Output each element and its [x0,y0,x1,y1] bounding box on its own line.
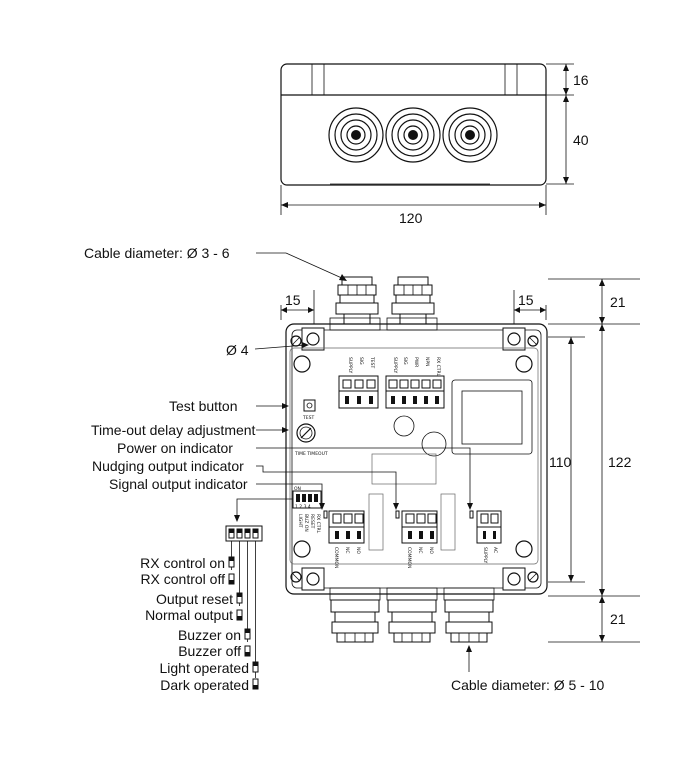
callout-cable-top: Cable diameter: Ø 3 - 6 [84,245,230,261]
dip-light-operated: Light operated [159,660,249,676]
gland-round-1 [328,107,384,163]
dip-output-reset: Output reset [156,591,233,607]
svg-text:1 2 3 4: 1 2 3 4 [295,504,311,510]
dip-switch-board[interactable]: ON 1 2 3 4 [292,486,322,510]
callout-cable-bottom: Cable diameter: Ø 5 - 10 [451,677,605,693]
svg-text:RESET: RESET [309,514,315,529]
dip-buzzer-on: Buzzer on [178,627,241,643]
front-view: SUPPLY SIG TEST SUPPLY SIG PWR NPN RX CT… [280,276,640,643]
callout-signal: Signal output indicator [109,476,248,492]
dim-lid-height: 16 [573,72,589,88]
gland-bottom-3 [444,599,494,643]
svg-text:SUPPLY: SUPPLY [482,547,488,563]
terminal-block-bottom-2: COMMON NC NO [395,510,438,568]
pcb-board [289,347,539,565]
terminal-block-top-2: SUPPLY SIG PWR NPN RX CTRL [385,357,445,409]
svg-text:TEST: TEST [302,415,314,421]
svg-text:TIME TIMEOUT: TIME TIMEOUT [294,451,328,457]
svg-text:COMMON: COMMON [406,547,412,568]
callout-nudging: Nudging output indicator [92,458,244,474]
gland-round-2 [385,107,441,163]
timeout-potentiometer[interactable] [296,423,316,443]
svg-text:BUZ ON: BUZ ON [303,514,309,532]
svg-text:AC: AC [492,547,498,553]
callout-power: Power on indicator [117,440,233,456]
transformer [451,379,533,455]
dip-rx-on: RX control on [140,555,225,571]
svg-text:NO: NO [355,547,361,554]
svg-text:SUPPLY: SUPPLY [392,357,398,373]
corner-mount-tr [502,327,539,351]
svg-text:RX CTRL: RX CTRL [435,357,441,377]
gland-round-3 [442,107,498,163]
gland-bottom-2 [387,599,437,643]
dip-rx-off: RX control off [140,571,225,587]
callout-test-button: Test button [169,398,238,414]
svg-text:RX CTRL: RX CTRL [315,514,321,534]
svg-text:NC: NC [344,547,350,554]
dim-inner-height: 110 [549,454,572,470]
dim-edge-left: 15 [285,292,301,308]
dim-top-width: 120 [399,210,423,226]
svg-text:LIGHT: LIGHT [297,514,303,528]
corner-mount-br [502,567,539,591]
test-button[interactable] [303,399,316,412]
corner-mount-bl [290,567,325,591]
svg-text:ON: ON [294,486,301,492]
terminal-block-top-1: SUPPLY SIG TEST [338,356,379,409]
dip-buzzer-off: Buzzer off [178,643,241,659]
dim-gland-top: 21 [610,294,626,310]
svg-text:COMMON: COMMON [333,547,339,568]
svg-text:SIG: SIG [358,357,364,365]
svg-text:PWR: PWR [413,357,419,367]
terminal-block-bottom-1: COMMON NC NO [323,510,365,568]
svg-text:NC: NC [417,547,423,554]
svg-text:SUPPLY: SUPPLY [347,357,353,373]
dip-normal-output: Normal output [145,607,233,623]
dim-body-height: 40 [573,132,589,148]
svg-text:SIG: SIG [402,357,408,365]
corner-mount-tl [290,327,325,351]
gland-top-right [391,276,435,325]
dim-gland-bottom: 21 [610,611,626,627]
callouts: Cable diameter: Ø 3 - 6 Ø 4 Test button … [84,245,605,693]
terminal-block-bottom-3: SUPPLY AC [469,510,502,563]
dim-edge-right: 15 [518,292,534,308]
svg-text:TEST: TEST [369,356,375,368]
gland-top-left [335,276,379,325]
gland-bottom-1 [330,599,380,643]
dip-setting-rows: RX control on RX control off Output rese… [140,555,259,693]
callout-hole: Ø 4 [226,342,249,358]
dip-dark-operated: Dark operated [160,677,249,693]
svg-text:NO: NO [428,547,434,554]
svg-text:NPN: NPN [424,357,430,366]
dim-outer-height: 122 [608,454,632,470]
callout-timeout: Time-out delay adjustment [91,422,256,438]
top-side-view: 16 40 120 [280,63,589,226]
